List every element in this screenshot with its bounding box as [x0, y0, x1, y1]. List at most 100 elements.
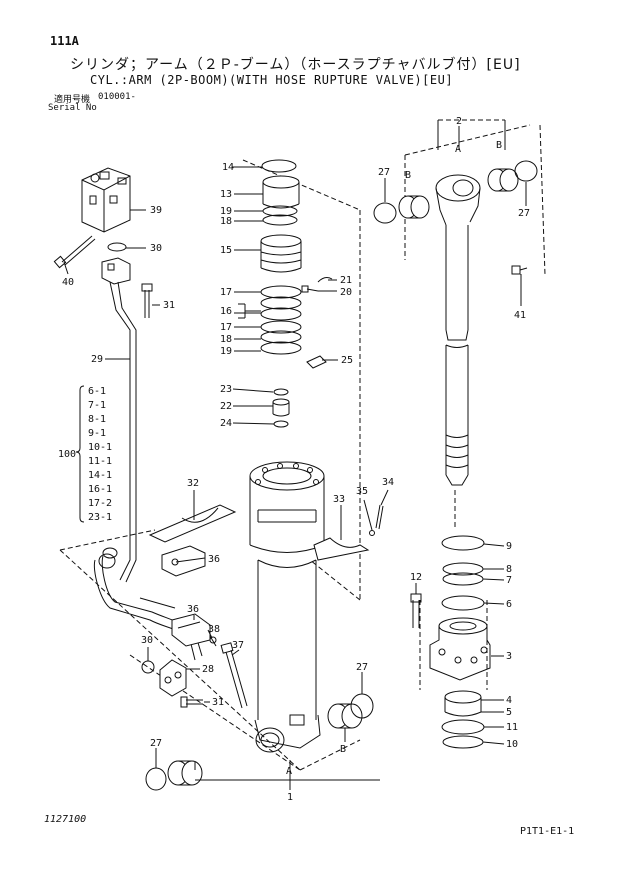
lock-25	[306, 355, 327, 369]
callout-27-bottom-left: 27	[150, 738, 162, 749]
callout-6: 6	[506, 599, 512, 610]
kit-item: 23-1	[88, 512, 112, 523]
callout-32: 32	[187, 478, 199, 489]
page-reference: P1T1-E1-1	[520, 826, 575, 837]
seal-6	[441, 595, 485, 611]
bracket-36-lower	[171, 613, 211, 647]
callout-34: 34	[382, 477, 394, 488]
bushing-B-bottom-left	[167, 760, 203, 786]
callout-5: 5	[506, 707, 512, 718]
callout-11: 11	[506, 722, 518, 733]
bushing-13	[262, 175, 300, 209]
callout-19-top: 19	[220, 206, 232, 217]
bolt-31-bottom	[180, 696, 203, 708]
callout-19-bottom: 19	[220, 346, 232, 357]
callout-39: 39	[150, 205, 162, 216]
o-ring-30-top	[107, 242, 127, 252]
callout-28: 28	[202, 664, 214, 675]
callout-31-top: 31	[163, 300, 175, 311]
bolt-31-top	[141, 283, 153, 318]
seal-27-top-right	[514, 160, 538, 182]
seal-11	[441, 719, 485, 735]
ring-21	[317, 277, 333, 283]
callout-12: 12	[410, 572, 422, 583]
callout-20: 20	[340, 287, 352, 298]
callout-21: 21	[340, 275, 352, 286]
callout-17-top: 17	[220, 287, 232, 298]
title-english: CYL.:ARM (2P-BOOM)(WITH HOSE RUPTURE VAL…	[90, 73, 454, 87]
callout-4: 4	[506, 695, 512, 706]
kit-item: 16-1	[88, 484, 112, 495]
callout-7: 7	[506, 575, 512, 586]
ring-18-top	[262, 214, 298, 226]
callout-36-lower: 36	[187, 604, 199, 615]
label-A-top: A	[455, 144, 461, 155]
title-japanese: シリンダ；アーム（２Ｐ-ブーム）（ホースラプチャバルブ付）[EU]	[70, 57, 521, 73]
cylinder-tube	[249, 461, 325, 753]
page-code: 111A	[50, 34, 79, 48]
pin-38	[209, 635, 217, 647]
callout-18-top: 18	[220, 216, 232, 227]
callout-38: 38	[208, 624, 220, 635]
callout-9: 9	[506, 541, 512, 552]
hose-rupture-valve	[81, 167, 131, 233]
callout-37: 37	[232, 640, 244, 651]
piston-15	[260, 234, 302, 273]
callout-27-bottom-right: 27	[356, 662, 368, 673]
callout-36-upper: 36	[208, 554, 220, 565]
o-ring-10	[442, 735, 484, 749]
pin-34	[375, 504, 384, 530]
o-ring-30-bottom	[141, 660, 155, 674]
callout-25: 25	[341, 355, 353, 366]
callout-15: 15	[220, 245, 232, 256]
nut-stack	[260, 285, 302, 355]
bolt-37	[220, 642, 248, 709]
callout-1: 1	[287, 792, 293, 803]
kit-item: 7-1	[88, 400, 106, 411]
bracket-32	[148, 504, 237, 543]
callout-14: 14	[222, 162, 234, 173]
label-A-bottom: A	[286, 766, 292, 777]
callout-8: 8	[506, 564, 512, 575]
ring-23	[273, 388, 289, 396]
callout-30-bottom: 30	[141, 635, 153, 646]
bushing-22	[272, 398, 290, 417]
seal-27-top-left	[373, 202, 397, 224]
bolt-40	[53, 235, 96, 269]
dust-seal-9	[441, 535, 485, 551]
callout-labels: 14 13 19 18 15 17 16 17 18 19 21 20 25 2…	[58, 116, 530, 803]
kit-item: 8-1	[88, 414, 106, 425]
label-B-top-right: B	[496, 140, 502, 151]
callout-27-top-right: 27	[518, 208, 530, 219]
callout-30-top: 30	[150, 243, 162, 254]
drawing-number: 1127100	[44, 814, 87, 825]
leader-lines	[63, 120, 527, 790]
kit-item: 9-1	[88, 428, 106, 439]
serial-label-japanese: 適用号機	[54, 95, 91, 105]
callout-3: 3	[506, 651, 512, 662]
seal-27-bottom-left	[145, 767, 167, 791]
piston-rod	[435, 174, 481, 486]
ring-5	[444, 711, 482, 717]
callout-13: 13	[220, 189, 232, 200]
serial-value: 010001-	[98, 92, 136, 102]
set-screw-20	[301, 285, 319, 293]
bushing-B-top-left	[398, 195, 430, 219]
bushing-B-top-right	[487, 168, 519, 192]
callout-35: 35	[356, 486, 368, 497]
callout-40: 40	[62, 277, 74, 288]
ring-14	[261, 159, 297, 173]
bolt-12	[410, 593, 422, 628]
bushing-4	[444, 690, 482, 712]
callout-41: 41	[514, 310, 526, 321]
callout-24: 24	[220, 418, 232, 429]
callout-22: 22	[220, 401, 232, 412]
callout-27-top-left: 27	[378, 167, 390, 178]
serial-label-english: Serial No	[48, 103, 97, 113]
kit-item: 17-2	[88, 498, 112, 509]
header: 111A シリンダ；アーム（２Ｐ-ブーム）（ホースラプチャバルブ付）[EU] C…	[0, 0, 620, 130]
label-B-top-left: B	[405, 170, 411, 181]
kit-brace	[75, 385, 85, 523]
pipe-flange	[101, 257, 131, 285]
